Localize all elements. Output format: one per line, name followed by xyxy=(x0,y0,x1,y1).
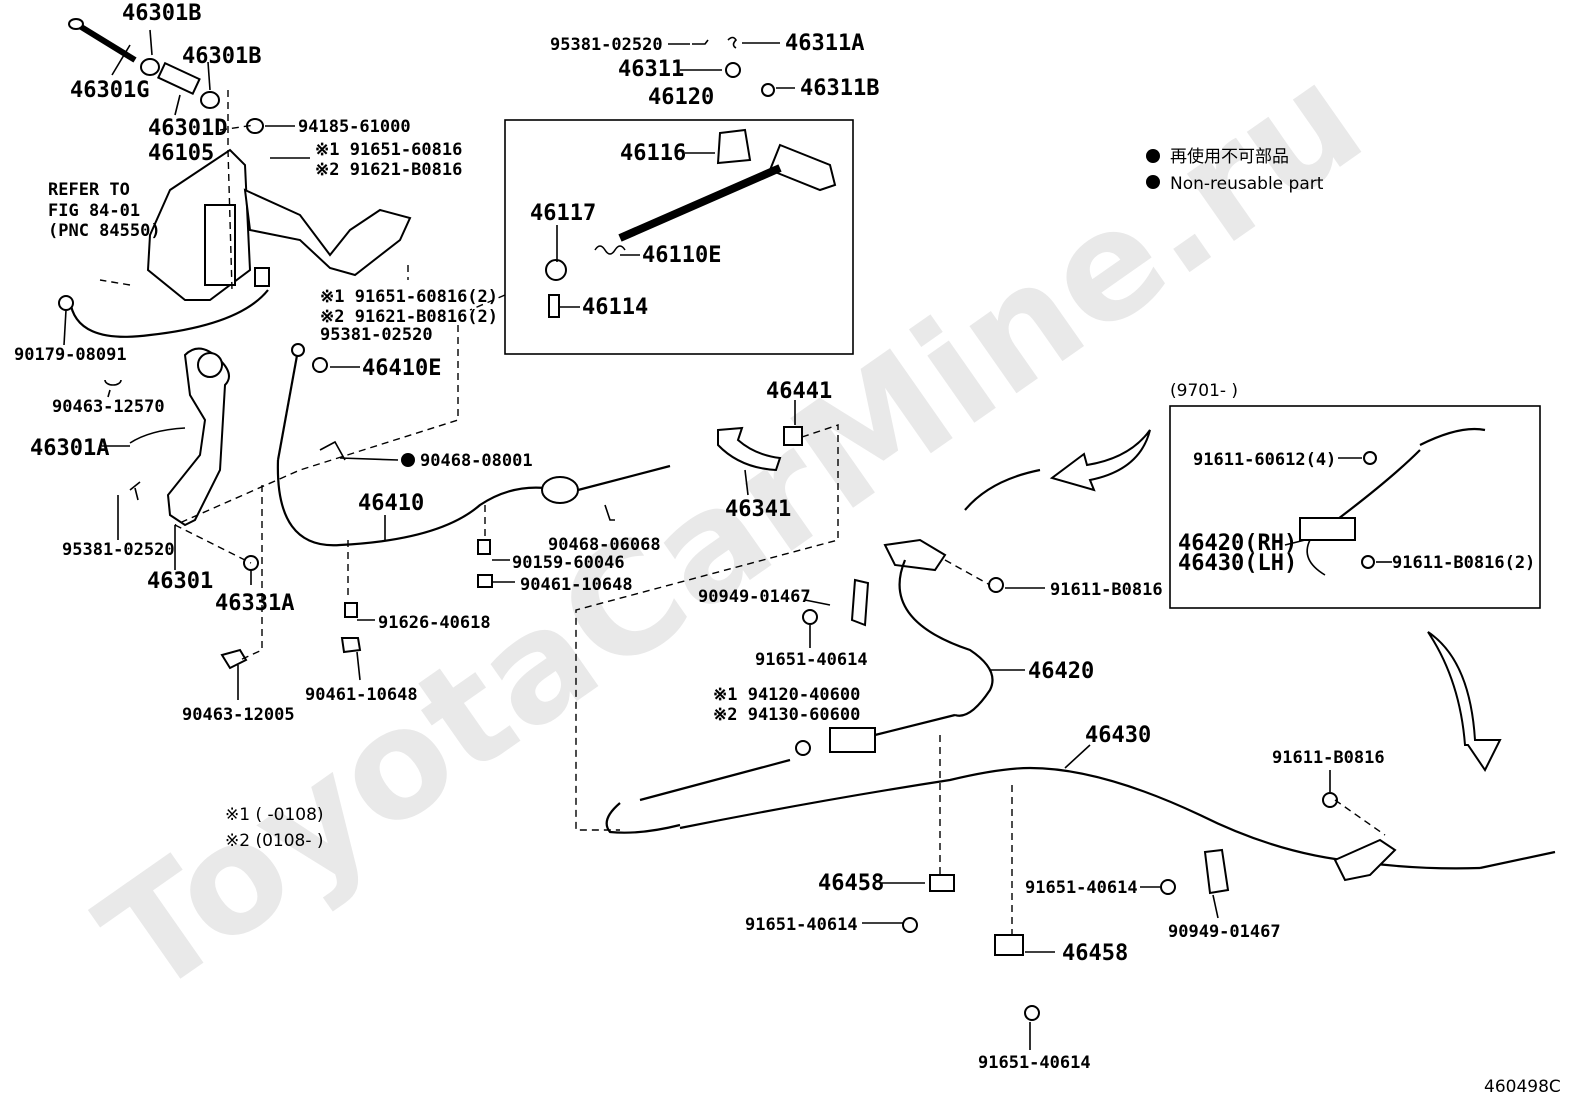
refer-note: REFER TO FIG 84-01 (PNC 84550) xyxy=(48,180,161,241)
legend: 再使用不可部品 Non-reusable part xyxy=(401,146,1324,467)
refer-line1: REFER TO xyxy=(48,180,130,200)
label-46311: 46311 xyxy=(618,57,684,82)
label-95381-02520-a: 95381-02520 xyxy=(320,325,433,345)
label-95381-02520-c: 95381-02520 xyxy=(550,35,663,55)
label-46301G: 46301G xyxy=(70,78,149,103)
label-91651-60816-b: ※1 91651-60816(2) xyxy=(320,287,498,307)
label-46420: 46420 xyxy=(1028,659,1094,684)
arrow-left-icon xyxy=(1049,429,1151,492)
leader-lines xyxy=(63,29,1392,1050)
label-91611-B0816-b: 91611-B0816 xyxy=(1272,748,1385,768)
label-46410E: 46410E xyxy=(362,356,441,381)
inset-date-range: (9701- ) xyxy=(1170,381,1238,401)
label-46116: 46116 xyxy=(620,141,686,166)
label-46301B-a: 46301B xyxy=(122,1,201,26)
label-46120: 46120 xyxy=(648,85,714,110)
label-46301A: 46301A xyxy=(30,436,109,461)
legend-jp: 再使用不可部品 xyxy=(1170,146,1289,167)
label-90949-01467-a: 90949-01467 xyxy=(698,587,811,607)
label-90463-12570: 90463-12570 xyxy=(52,397,165,417)
label-94185-61000: 94185-61000 xyxy=(298,117,411,137)
figure-code: 460498C xyxy=(1484,1077,1561,1097)
label-46301: 46301 xyxy=(147,569,213,594)
label-46311B: 46311B xyxy=(800,76,879,101)
label-91626-40618: 91626-40618 xyxy=(378,613,491,633)
label-46110E: 46110E xyxy=(642,243,721,268)
part-labels: 46301B 46301B 46301G 46301D 46105 94185-… xyxy=(14,1,1535,1073)
label-46420RH: 46420(RH) xyxy=(1178,531,1297,556)
label-46331A: 46331A xyxy=(215,591,294,616)
label-46311A: 46311A xyxy=(785,31,864,56)
arrow-down-icon xyxy=(1427,631,1502,772)
retainer-46341 xyxy=(717,426,803,472)
label-46430LH: 46430(LH) xyxy=(1178,551,1297,576)
label-91611-60612: 91611-60612(4) xyxy=(1193,450,1336,470)
label-90949-01467-b: 90949-01467 xyxy=(1168,922,1281,942)
front-cable-46410 xyxy=(276,343,671,654)
label-91611-B0816-a: 91611-B0816 xyxy=(1050,580,1163,600)
label-90461-10648-a: 90461-10648 xyxy=(520,575,633,595)
label-91651-60816-a: ※1 91651-60816 xyxy=(315,140,462,160)
label-91651-40614-a: 91651-40614 xyxy=(755,650,868,670)
label-94120-40600: ※1 94120-40600 xyxy=(713,685,860,705)
non-reusable-dot-icon xyxy=(1146,149,1160,163)
label-91651-40614-d: 91651-40614 xyxy=(978,1053,1091,1073)
inset-box xyxy=(1169,405,1541,609)
label-46410: 46410 xyxy=(358,491,424,516)
footnote-1: ※1 ( -0108) xyxy=(225,805,324,825)
label-90468-08001: 90468-08001 xyxy=(420,451,533,471)
label-46341: 46341 xyxy=(725,497,791,522)
non-reusable-dot-icon xyxy=(1146,175,1160,189)
refer-line3: (PNC 84550) xyxy=(48,221,161,241)
label-91651-40614-c: 91651-40614 xyxy=(1025,878,1138,898)
label-95381-02520-b: 95381-02520 xyxy=(62,540,175,560)
pedal-bracket-assembly xyxy=(58,18,412,670)
label-91621-B0816-a: ※2 91621-B0816 xyxy=(315,160,462,180)
label-46301D: 46301D xyxy=(148,116,227,141)
non-reusable-marker-icon xyxy=(401,453,415,467)
label-46458-a: 46458 xyxy=(818,871,884,896)
refer-line2: FIG 84-01 xyxy=(48,201,140,221)
label-46301B-b: 46301B xyxy=(182,44,261,69)
label-91621-B0816-b: ※2 91621-B0816(2) xyxy=(320,307,498,327)
footnote-2: ※2 (0108- ) xyxy=(225,831,324,851)
legend-en: Non-reusable part xyxy=(1170,174,1324,194)
rear-cables xyxy=(605,468,1556,1021)
label-46114: 46114 xyxy=(582,295,648,320)
label-46105: 46105 xyxy=(148,141,214,166)
label-91611-B0816-c: 91611-B0816(2) xyxy=(1392,553,1535,573)
dashed-guides xyxy=(99,90,1386,935)
label-91651-40614-b: 91651-40614 xyxy=(745,915,858,935)
label-46117: 46117 xyxy=(530,201,596,226)
label-90159-60046: 90159-60046 xyxy=(512,553,625,573)
lever-assembly-46120 xyxy=(504,36,854,355)
label-46430: 46430 xyxy=(1085,723,1151,748)
label-90461-10648-b: 90461-10648 xyxy=(305,685,418,705)
label-94130-60600: ※2 94130-60600 xyxy=(713,705,860,725)
label-90179-08091: 90179-08091 xyxy=(14,345,127,365)
label-46441: 46441 xyxy=(766,379,832,404)
label-46458-b: 46458 xyxy=(1062,941,1128,966)
label-90468-06068: 90468-06068 xyxy=(548,535,661,555)
label-90463-12005: 90463-12005 xyxy=(182,705,295,725)
